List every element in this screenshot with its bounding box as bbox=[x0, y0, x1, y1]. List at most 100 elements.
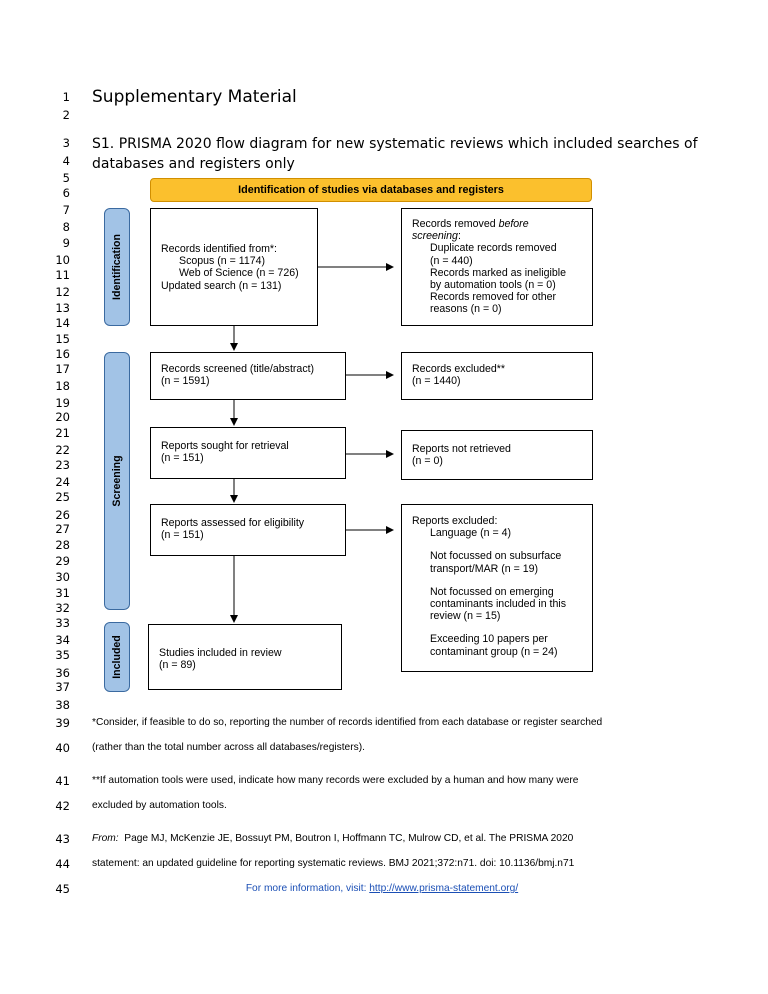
more-info-text: For more information, visit: bbox=[245, 883, 370, 894]
line-number: 45 bbox=[55, 882, 70, 896]
duplicates-removed: Duplicate records removed bbox=[430, 242, 557, 255]
records-identified-heading: Records identified from*: bbox=[161, 243, 277, 255]
line-number: 35 bbox=[55, 648, 70, 662]
more-info: For more information, visit: http://www.… bbox=[92, 883, 672, 894]
studies-included-count: (n = 89) bbox=[159, 659, 196, 672]
line-number: 36 bbox=[55, 666, 70, 680]
excluded-emerging: Not focussed on emerging bbox=[430, 585, 554, 598]
prisma-link[interactable]: http://www.prisma-statement.org/ bbox=[369, 883, 519, 894]
records-updated-search: Updated search (n = 131) bbox=[161, 279, 282, 292]
box-reports-assessed: Reports assessed for eligibility (n = 15… bbox=[150, 504, 346, 556]
line-number: 27 bbox=[55, 522, 70, 536]
citation-line-2: statement: an updated guideline for repo… bbox=[92, 858, 575, 869]
reports-assessed-count: (n = 151) bbox=[161, 529, 204, 542]
records-excluded-count: (n = 1440) bbox=[412, 375, 461, 388]
footnote-1-line-2: (rather than the total number across all… bbox=[92, 742, 365, 753]
excluded-exceeding: Exceeding 10 papers per bbox=[430, 633, 548, 646]
box-records-removed: Records removed before screening: Duplic… bbox=[401, 208, 593, 326]
line-number: 29 bbox=[55, 554, 70, 568]
phase-included: Included bbox=[104, 622, 130, 692]
footnote-2-line-1: **If automation tools were used, indicat… bbox=[92, 775, 579, 786]
other-removed-count: reasons (n = 0) bbox=[430, 303, 502, 316]
line-number: 3 bbox=[62, 136, 70, 150]
line-number: 1 bbox=[62, 90, 70, 104]
box-records-identified: Records identified from*: Scopus (n = 11… bbox=[150, 208, 318, 326]
excluded-language: Language (n = 4) bbox=[430, 527, 511, 540]
footnote-1-line-1: *Consider, if feasible to do so, reporti… bbox=[92, 717, 603, 728]
reports-assessed-label: Reports assessed for eligibility bbox=[161, 517, 305, 529]
citation-from-label: From: bbox=[92, 833, 119, 844]
line-number: 28 bbox=[55, 538, 70, 552]
box-reports-not-retrieved: Reports not retrieved (n = 0) bbox=[401, 430, 593, 480]
page-title: Supplementary Material bbox=[92, 87, 297, 107]
line-number: 19 bbox=[55, 396, 70, 410]
line-number: 34 bbox=[55, 633, 70, 647]
excluded-emerging-2: contaminants included in this bbox=[430, 598, 567, 611]
records-removed-heading: Records removed before bbox=[412, 218, 529, 230]
reports-sought-label: Reports sought for retrieval bbox=[161, 440, 289, 452]
line-number: 14 bbox=[55, 316, 70, 330]
records-screened-label: Records screened (title/abstract) bbox=[161, 363, 315, 375]
line-number: 6 bbox=[62, 186, 70, 200]
excluded-subsurface-count: transport/MAR (n = 19) bbox=[430, 562, 539, 575]
line-number: 4 bbox=[62, 154, 70, 168]
line-number: 9 bbox=[62, 236, 70, 250]
line-number: 2 bbox=[62, 108, 70, 122]
box-studies-included: Studies included in review (n = 89) bbox=[148, 624, 342, 690]
reports-not-retrieved-count: (n = 0) bbox=[412, 455, 443, 468]
line-number: 26 bbox=[55, 508, 70, 522]
identification-banner: Identification of studies via databases … bbox=[150, 178, 592, 202]
line-number: 31 bbox=[55, 586, 70, 600]
line-number: 17 bbox=[55, 362, 70, 376]
line-number: 11 bbox=[55, 268, 70, 282]
citation-text-1: Page MJ, McKenzie JE, Bossuyt PM, Boutro… bbox=[124, 833, 574, 844]
automation-ineligible-count: by automation tools (n = 0) bbox=[430, 279, 556, 292]
line-number: 38 bbox=[55, 698, 70, 712]
records-scopus: Scopus (n = 1174) bbox=[179, 255, 266, 268]
section-title-line-2: databases and registers only bbox=[92, 156, 295, 172]
line-number: 8 bbox=[62, 220, 70, 234]
line-number: 42 bbox=[55, 799, 70, 813]
records-excluded-label: Records excluded** bbox=[412, 363, 506, 375]
records-removed-heading-2: screening: bbox=[412, 230, 461, 243]
line-number: 43 bbox=[55, 832, 70, 846]
reports-not-retrieved-label: Reports not retrieved bbox=[412, 443, 511, 455]
line-number: 25 bbox=[55, 490, 70, 504]
phase-identification: Identification bbox=[104, 208, 130, 326]
other-removed: Records removed for other bbox=[430, 291, 557, 304]
excluded-exceeding-count: contaminant group (n = 24) bbox=[430, 645, 558, 658]
line-number: 5 bbox=[62, 171, 70, 185]
records-wos: Web of Science (n = 726) bbox=[179, 267, 299, 280]
reports-excluded-heading: Reports excluded: bbox=[412, 515, 498, 527]
line-number: 37 bbox=[55, 680, 70, 694]
studies-included-label: Studies included in review bbox=[159, 647, 282, 659]
line-number: 39 bbox=[55, 716, 70, 730]
line-number: 22 bbox=[55, 443, 70, 457]
box-records-screened: Records screened (title/abstract) (n = 1… bbox=[150, 352, 346, 400]
line-number: 41 bbox=[55, 774, 70, 788]
box-records-excluded: Records excluded** (n = 1440) bbox=[401, 352, 593, 400]
line-number: 7 bbox=[62, 203, 70, 217]
line-number: 13 bbox=[55, 301, 70, 315]
line-number: 30 bbox=[55, 570, 70, 584]
reports-sought-count: (n = 151) bbox=[161, 452, 204, 465]
line-number: 44 bbox=[55, 857, 70, 871]
citation-line-1: From: Page MJ, McKenzie JE, Bossuyt PM, … bbox=[92, 833, 722, 844]
line-number: 18 bbox=[55, 379, 70, 393]
line-number: 23 bbox=[55, 458, 70, 472]
line-number: 20 bbox=[55, 410, 70, 424]
automation-ineligible: Records marked as ineligible bbox=[430, 266, 567, 279]
duplicates-removed-count: (n = 440) bbox=[430, 254, 473, 267]
line-number: 10 bbox=[55, 253, 70, 267]
box-reports-excluded: Reports excluded: Language (n = 4) Not f… bbox=[401, 504, 593, 672]
section-title: S1. PRISMA 2020 flow diagram for new sys… bbox=[92, 134, 698, 174]
line-number: 32 bbox=[55, 601, 70, 615]
records-screened-count: (n = 1591) bbox=[161, 375, 210, 388]
line-number: 12 bbox=[55, 285, 70, 299]
box-reports-sought: Reports sought for retrieval (n = 151) bbox=[150, 427, 346, 479]
phase-screening: Screening bbox=[104, 352, 130, 610]
footnote-2-line-2: excluded by automation tools. bbox=[92, 800, 227, 811]
line-number: 40 bbox=[55, 741, 70, 755]
line-number: 33 bbox=[55, 616, 70, 630]
